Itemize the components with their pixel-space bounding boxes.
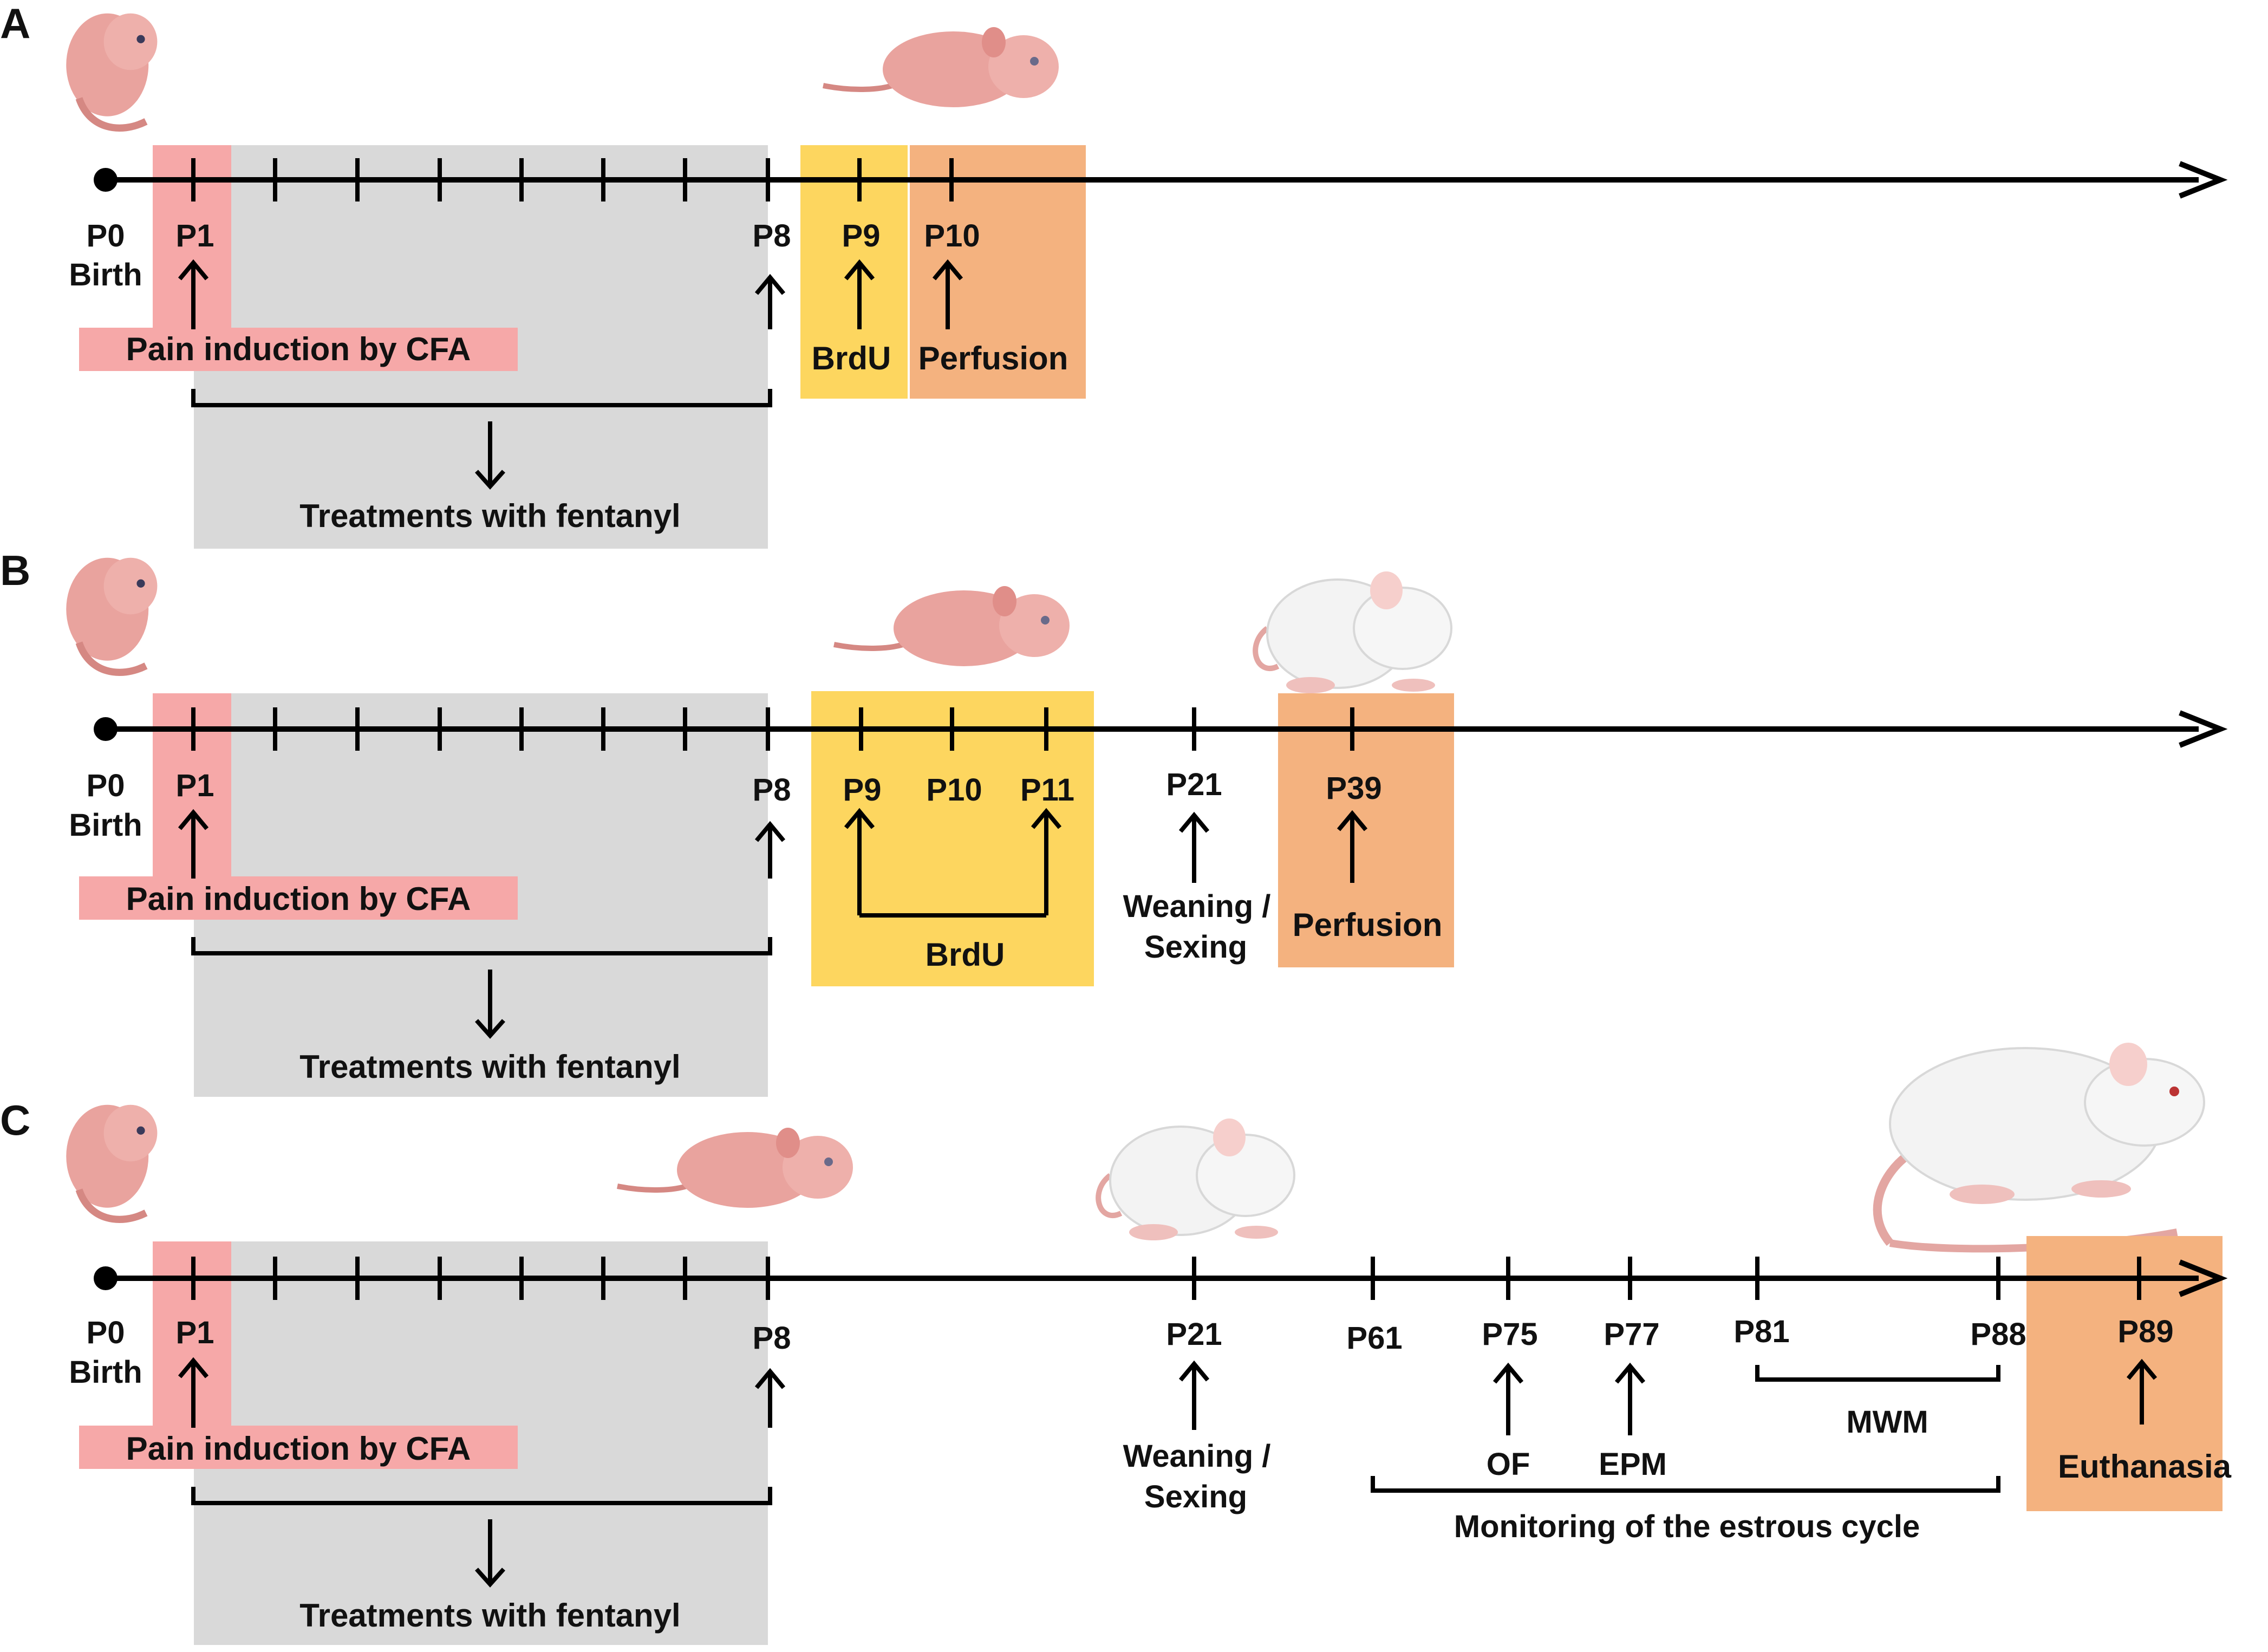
mwm-label: MWM <box>1846 1404 1928 1440</box>
up-arrows <box>178 808 1368 918</box>
brdu-label: BrdU <box>926 936 1005 973</box>
tick-label-p75: P75 <box>1482 1317 1537 1352</box>
up-arrows <box>178 1357 2158 1435</box>
euthanasia-box <box>2026 1236 2223 1511</box>
panel-letter: A <box>0 0 30 47</box>
tick-label-p81: P81 <box>1733 1314 1789 1349</box>
newborn-rat-icon <box>66 13 158 132</box>
tick-label-p39: P39 <box>1326 771 1381 806</box>
panel-c: C <box>0 1043 2232 1645</box>
panel-a: A <box>0 0 2228 549</box>
tick-label-p11: P11 <box>1020 772 1074 808</box>
tick-label-p0: P0 <box>87 1315 125 1350</box>
tick-label-p61: P61 <box>1346 1321 1402 1356</box>
pain-label: Pain induction by CFA <box>126 1430 471 1467</box>
treatment-bracket <box>191 937 772 1039</box>
tick-label-p10: P10 <box>924 218 980 253</box>
treatment-label: Treatments with fentanyl <box>299 1597 680 1634</box>
timeline-origin <box>94 168 118 192</box>
pup-rat-icon <box>823 27 1059 107</box>
perfusion-box <box>1278 693 1454 967</box>
pain-label-box <box>79 328 518 371</box>
pain-label-box <box>79 876 518 920</box>
tick-label-p9: P9 <box>842 218 881 253</box>
tick-label-birth: Birth <box>69 257 142 292</box>
tick-label-p77: P77 <box>1604 1317 1659 1352</box>
tick-label-p9: P9 <box>843 772 882 808</box>
timeline-origin <box>94 1266 118 1290</box>
of-label: OF <box>1487 1447 1530 1482</box>
estrous-label: Monitoring of the estrous cycle <box>1454 1509 1920 1544</box>
panel-letter: B <box>0 547 30 594</box>
tick-label-p0: P0 <box>87 218 125 253</box>
perfusion-label: Perfusion <box>918 340 1068 376</box>
sexing-label: Sexing <box>1144 1479 1247 1514</box>
pup-rat-icon <box>833 586 1070 666</box>
tick-label-p8: P8 <box>753 218 791 253</box>
tick-label-birth: Birth <box>69 808 142 843</box>
panel-letter: C <box>0 1096 30 1144</box>
pain-label: Pain induction by CFA <box>126 881 471 917</box>
timeline-origin <box>94 717 118 741</box>
tick-label-birth: Birth <box>69 1355 142 1390</box>
estrous-bracket <box>1371 1476 2000 1493</box>
tick-label-p21: P21 <box>1166 1317 1222 1352</box>
mwm-bracket <box>1755 1365 2000 1382</box>
timeline-arrowhead <box>2179 161 2228 199</box>
timeline-arrowhead <box>2179 710 2228 748</box>
sexing-label: Sexing <box>1144 929 1247 965</box>
newborn-rat-icon <box>66 557 158 676</box>
newborn-rat-icon <box>66 1104 158 1223</box>
pain-label: Pain induction by CFA <box>126 331 471 367</box>
pain-label-box <box>79 1426 518 1469</box>
brdu-label: BrdU <box>812 340 891 376</box>
tick-label-p21: P21 <box>1166 767 1222 802</box>
timeline-ticks <box>191 707 1354 751</box>
pup-rat-icon <box>617 1128 853 1208</box>
perfusion-label: Perfusion <box>1293 907 1443 943</box>
epm-label: EPM <box>1599 1447 1667 1482</box>
tick-label-p1: P1 <box>176 218 214 253</box>
treatment-bracket <box>191 389 772 490</box>
tick-label-p8: P8 <box>753 772 791 808</box>
tick-label-p10: P10 <box>926 772 982 808</box>
timeline-ticks <box>191 158 954 201</box>
up-arrows <box>178 259 963 329</box>
tick-label-p1: P1 <box>176 1315 214 1350</box>
tick-label-p0: P0 <box>87 768 125 803</box>
tick-label-p89: P89 <box>2117 1314 2173 1349</box>
treatment-label: Treatments with fentanyl <box>299 498 680 534</box>
juvenile-rat-icon <box>1096 1118 1295 1240</box>
euthanasia-label: Euthanasia <box>2058 1448 2232 1485</box>
adult-rat-icon <box>1873 1043 2205 1253</box>
timeline-arrowhead <box>2179 1259 2228 1297</box>
panel-b: B <box>0 547 2228 1097</box>
tick-label-p88: P88 <box>1970 1317 2026 1352</box>
treatment-bracket <box>191 1487 772 1588</box>
juvenile-rat-icon <box>1253 571 1452 693</box>
timeline-ticks <box>191 1257 2141 1300</box>
tick-label-p8: P8 <box>753 1321 791 1356</box>
tick-label-p1: P1 <box>176 768 214 803</box>
weaning-label: Weaning / <box>1123 1439 1271 1474</box>
treatment-label: Treatments with fentanyl <box>299 1049 680 1085</box>
weaning-label: Weaning / <box>1123 889 1271 924</box>
